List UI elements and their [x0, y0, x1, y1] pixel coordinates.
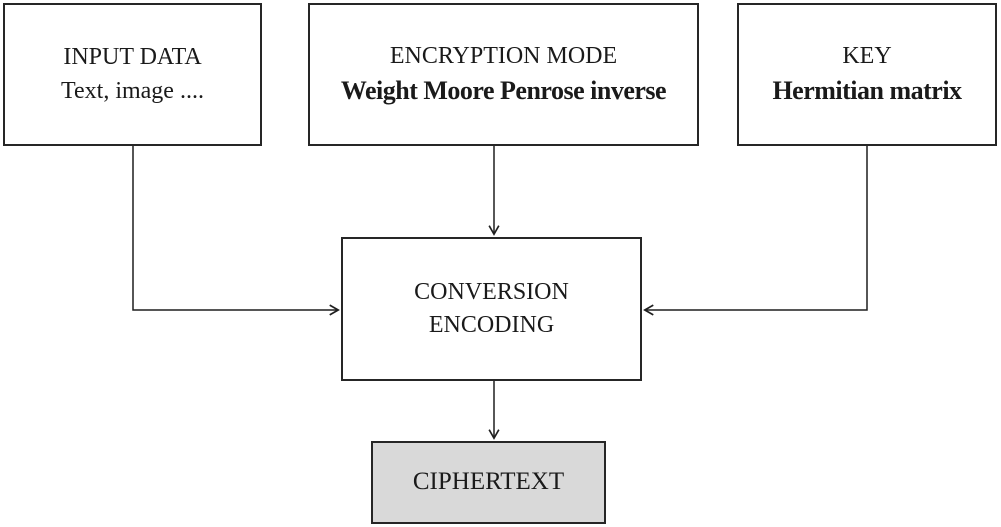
- conversion-title-line1: CONVERSION: [414, 278, 569, 305]
- key-box: KEY Hermitian matrix: [737, 3, 997, 146]
- key-type: Hermitian matrix: [772, 76, 962, 106]
- input-data-title: INPUT DATA: [63, 44, 202, 71]
- conversion-encoding-box: CONVERSION ENCODING: [341, 237, 642, 381]
- ciphertext-label: CIPHERTEXT: [412, 468, 565, 496]
- key-title: KEY: [842, 43, 892, 69]
- encryption-mode-box: ENCRYPTION MODE Weight Moore Penrose inv…: [308, 3, 699, 146]
- conversion-title-line2: ENCODING: [428, 312, 555, 338]
- encryption-mode-title: ENCRYPTION MODE: [389, 43, 618, 69]
- arrow-input-to-conversion: [132, 146, 340, 316]
- input-data-box: INPUT DATA Text, image ....: [3, 3, 262, 146]
- encryption-mode-method: Weight Moore Penrose inverse: [340, 76, 667, 106]
- input-data-subtitle: Text, image ....: [61, 77, 204, 104]
- ciphertext-box: CIPHERTEXT: [371, 441, 606, 524]
- arrow-key-to-conversion: [643, 146, 868, 316]
